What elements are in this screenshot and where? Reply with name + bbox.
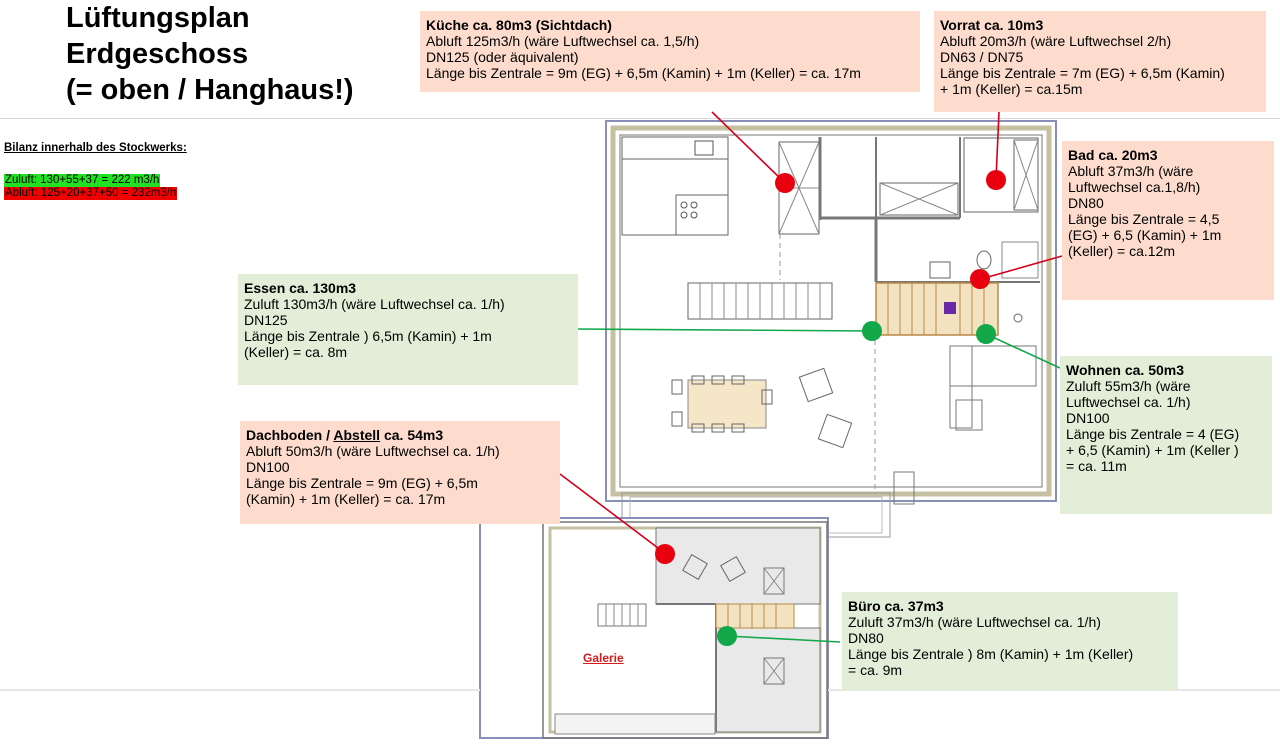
essen-heading: Essen ca. 130m3 [244,280,357,296]
wohnen-line: + 6,5 (Kamin) + 1m (Keller ) [1066,442,1239,458]
abluft-marker-bad [970,269,990,289]
vorrat-line: + 1m (Keller) = ca.15m [940,81,1083,97]
buero-line: Zuluft 37m3/h (wäre Luftwechsel ca. 1/h) [848,614,1101,630]
wohnen-line: Luftwechsel ca. 1/h) [1066,394,1191,410]
bilanz-zuluft: Zuluft: 130+55+37 = 222 m3/h [4,174,161,187]
zuluft-marker-buero [717,626,737,646]
wohnen-heading: Wohnen ca. 50m3 [1066,362,1185,378]
room-box-kueche: Küche ca. 80m3 (Sichtdach) Abluft 125m3/… [420,11,920,92]
bad-line: Abluft 37m3/h (wäre [1068,163,1194,179]
bad-line: Luftwechsel ca.1,8/h) [1068,179,1201,195]
kueche-heading: Küche ca. 80m3 (Sichtdach) [426,17,612,33]
bad-line: Länge bis Zentrale = 4,5 [1068,211,1220,227]
buero-line: Länge bis Zentrale ) 8m (Kamin) + 1m (Ke… [848,646,1134,662]
bilanz-summary: Bilanz innerhalb des Stockwerks: Zuluft:… [4,142,187,200]
room-box-dachboden: Dachboden / Abstell ca. 54m3 Abluft 50m3… [240,421,560,524]
header-divider [0,118,1280,119]
bilanz-abluft: Abluft: 125+20+37+50 = 232m3/h [4,187,178,200]
wohnen-line: = ca. 11m [1066,458,1127,474]
zuluft-marker-essen [862,321,882,341]
abluft-marker-kueche [775,173,795,193]
essen-line: Länge bis Zentrale ) 6,5m (Kamin) + 1m [244,328,492,344]
room-box-bad: Bad ca. 20m3 Abluft 37m3/h (wäre Luftwec… [1062,141,1274,300]
room-box-buero: Büro ca. 37m3 Zuluft 37m3/h (wäre Luftwe… [842,592,1178,690]
dachboden-heading-c: ca. 54m3 [380,427,444,443]
dachboden-heading-a: Dachboden / [246,427,334,443]
vorrat-heading: Vorrat ca. 10m3 [940,17,1044,33]
bad-line: (Keller) = ca.12m [1068,243,1175,259]
dachboden-heading-b: Abstell [333,427,381,443]
dachboden-line: Abluft 50m3/h (wäre Luftwechsel ca. 1/h) [246,443,500,459]
kueche-line: Abluft 125m3/h (wäre Luftwechsel ca. 1,5… [426,33,700,49]
essen-line: Zuluft 130m3/h (wäre Luftwechsel ca. 1/h… [244,296,505,312]
vorrat-line: DN63 / DN75 [940,49,1024,65]
wohnen-line: Zuluft 55m3/h (wäre [1066,378,1191,394]
room-box-vorrat: Vorrat ca. 10m3 Abluft 20m3/h (wäre Luft… [934,11,1266,112]
page-title: Lüftungsplan Erdgeschoss (= oben / Hangh… [66,0,354,108]
wohnen-line: DN100 [1066,410,1110,426]
title-line-2: Erdgeschoss [66,38,249,70]
zuluft-marker-wohnen [976,324,996,344]
buero-line: DN80 [848,630,884,646]
title-line-3: (= oben / Hanghaus!) [66,74,354,106]
abluft-marker-dachboden [655,544,675,564]
bad-line: (EG) + 6,5 (Kamin) + 1m [1068,227,1222,243]
dachboden-line: DN100 [246,459,290,475]
wohnen-line: Länge bis Zentrale = 4 (EG) [1066,426,1240,442]
dachboden-heading: Dachboden / Abstell ca. 54m3 [246,427,554,443]
kueche-line: Länge bis Zentrale = 9m (EG) + 6,5m (Kam… [426,65,861,81]
galerie-label: Galerie [583,651,624,665]
bad-heading: Bad ca. 20m3 [1068,147,1158,163]
dachboden-line: Länge bis Zentrale = 9m (EG) + 6,5m [246,475,478,491]
title-line-1: Lüftungsplan [66,2,250,34]
buero-heading: Büro ca. 37m3 [848,598,944,614]
room-box-essen: Essen ca. 130m3 Zuluft 130m3/h (wäre Luf… [238,274,578,385]
essen-line: (Keller) = ca. 8m [244,344,348,360]
bad-line: DN80 [1068,195,1104,211]
vorrat-line: Abluft 20m3/h (wäre Luftwechsel 2/h) [940,33,1172,49]
vorrat-line: Länge bis Zentrale = 7m (EG) + 6,5m (Kam… [940,65,1225,81]
buero-line: = ca. 9m [848,662,903,678]
room-box-wohnen: Wohnen ca. 50m3 Zuluft 55m3/h (wäre Luft… [1060,356,1272,514]
kueche-line: DN125 (oder äquivalent) [426,49,579,65]
essen-line: DN125 [244,312,288,328]
bilanz-heading: Bilanz innerhalb des Stockwerks: [4,142,187,154]
dachboden-line: (Kamin) + 1m (Keller) = ca. 17m [246,491,446,507]
abluft-marker-vorrat [986,170,1006,190]
